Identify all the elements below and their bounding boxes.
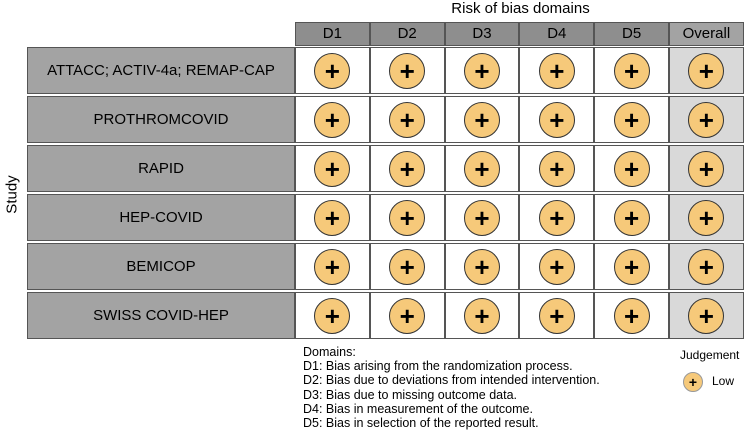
low-risk-mark: +	[389, 150, 426, 187]
low-risk-mark: +	[389, 101, 426, 138]
column-header-overall: Overall	[669, 22, 744, 46]
low-risk-mark: +	[613, 248, 650, 285]
study-label: SWISS COVID-HEP	[27, 292, 295, 339]
low-risk-mark: +	[538, 101, 575, 138]
low-risk-mark: +	[613, 150, 650, 187]
domain-d1: D1: Bias arising from the randomization …	[303, 359, 573, 374]
legend-low-label: Low	[712, 374, 735, 388]
judgement-cell: +	[295, 292, 370, 339]
low-risk-mark: +	[688, 101, 725, 138]
judgement-cell: +	[295, 145, 370, 192]
low-risk-mark: +	[314, 199, 351, 236]
low-risk-mark: +	[688, 150, 725, 187]
judgement-cell: +	[669, 47, 744, 94]
legend-low-symbol: +	[683, 372, 703, 392]
judgement-cell: +	[444, 145, 520, 192]
column-header-d3: D3	[444, 22, 520, 46]
judgement-cell: +	[669, 292, 744, 339]
judgement-cell: +	[519, 96, 595, 143]
judgement-cell: +	[444, 47, 520, 94]
low-risk-mark: +	[538, 248, 575, 285]
judgement-cell: +	[594, 96, 669, 143]
domains-heading: Domains:	[303, 345, 356, 359]
judgement-cell: +	[594, 243, 669, 290]
judgement-cell: +	[669, 243, 744, 290]
judgement-cell: +	[594, 194, 669, 241]
study-label: PROTHROMCOVID	[27, 96, 295, 143]
low-risk-mark: +	[389, 199, 426, 236]
judgement-cell: +	[444, 243, 520, 290]
low-risk-mark: +	[389, 297, 426, 334]
judgement-cell: +	[594, 145, 669, 192]
domain-d2: D2: Bias due to deviations from intended…	[303, 373, 600, 388]
judgement-cell: +	[369, 96, 445, 143]
judgement-cell: +	[594, 292, 669, 339]
low-risk-mark: +	[463, 101, 500, 138]
chart-title: Risk of bias domains	[451, 0, 590, 17]
low-risk-mark: +	[538, 150, 575, 187]
domain-d5: D5: Bias in selection of the reported re…	[303, 416, 539, 431]
column-header-d4: D4	[519, 22, 595, 46]
low-risk-mark: +	[688, 199, 725, 236]
low-risk-mark: +	[314, 150, 351, 187]
low-risk-mark: +	[463, 248, 500, 285]
column-header-d1: D1	[295, 22, 370, 46]
low-risk-mark: +	[613, 199, 650, 236]
judgement-cell: +	[594, 47, 669, 94]
study-label: BEMICOP	[27, 243, 295, 290]
judgement-cell: +	[295, 194, 370, 241]
low-risk-mark: +	[613, 52, 650, 89]
low-risk-mark: +	[613, 297, 650, 334]
judgement-cell: +	[519, 243, 595, 290]
judgement-cell: +	[295, 47, 370, 94]
judgement-cell: +	[444, 292, 520, 339]
judgement-cell: +	[369, 47, 445, 94]
low-risk-mark: +	[463, 297, 500, 334]
y-axis-label: Study	[3, 175, 21, 214]
low-risk-mark: +	[314, 52, 351, 89]
judgement-cell: +	[669, 194, 744, 241]
low-risk-mark: +	[463, 150, 500, 187]
study-label: RAPID	[27, 145, 295, 192]
low-risk-mark: +	[688, 52, 725, 89]
study-label: ATTACC; ACTIV-4a; REMAP-CAP	[27, 47, 295, 94]
judgement-cell: +	[295, 243, 370, 290]
domain-d3: D3: Bias due to missing outcome data.	[303, 387, 518, 402]
legend-title: Judgement	[680, 348, 740, 362]
judgement-cell: +	[519, 292, 595, 339]
low-risk-mark: +	[314, 297, 351, 334]
judgement-cell: +	[295, 96, 370, 143]
low-risk-mark: +	[314, 248, 351, 285]
domains-key: Domains: D1: Bias arising from the rando…	[303, 345, 600, 430]
judgement-cell: +	[369, 194, 445, 241]
judgement-cell: +	[369, 243, 445, 290]
study-label: HEP-COVID	[27, 194, 295, 241]
judgement-cell: +	[369, 292, 445, 339]
low-risk-mark: +	[314, 101, 351, 138]
judgement-cell: +	[519, 145, 595, 192]
judgement-cell: +	[669, 96, 744, 143]
judgement-cell: +	[519, 194, 595, 241]
domain-d4: D4: Bias in measurement of the outcome.	[303, 401, 533, 416]
judgement-cell: +	[444, 194, 520, 241]
low-risk-mark: +	[688, 297, 725, 334]
judgement-cell: +	[444, 96, 520, 143]
judgement-cell: +	[519, 47, 595, 94]
column-header-d5: D5	[594, 22, 669, 46]
low-risk-mark: +	[613, 101, 650, 138]
judgement-cell: +	[669, 145, 744, 192]
low-risk-mark: +	[538, 52, 575, 89]
low-risk-mark: +	[463, 52, 500, 89]
low-risk-mark: +	[389, 52, 426, 89]
low-risk-mark: +	[538, 297, 575, 334]
low-risk-mark: +	[389, 248, 426, 285]
low-risk-mark: +	[538, 199, 575, 236]
low-risk-mark: +	[463, 199, 500, 236]
low-risk-mark: +	[688, 248, 725, 285]
judgement-cell: +	[369, 145, 445, 192]
column-header-d2: D2	[369, 22, 445, 46]
